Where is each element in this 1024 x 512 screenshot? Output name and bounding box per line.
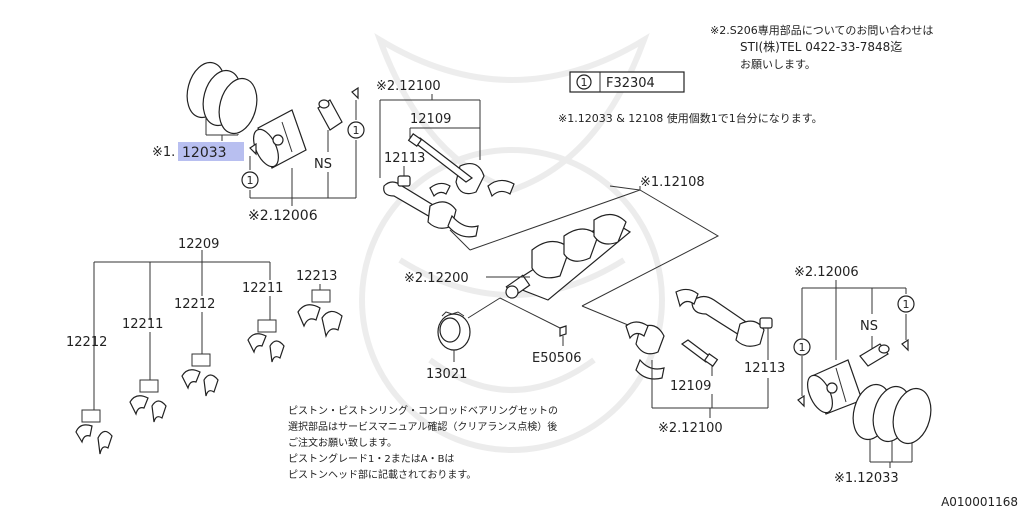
bolt-bottom-label[interactable]: 12109 (670, 379, 711, 394)
leaders-rod-bottom (651, 328, 769, 418)
piston-pin-left[interactable] (317, 99, 343, 131)
rings-left-label[interactable]: 12033 (182, 145, 227, 161)
piston-right[interactable] (802, 359, 863, 416)
main-bearing-shells[interactable] (75, 289, 343, 455)
usage-note: ※1.12033 & 12108 使用個数1で1台分になります。 (558, 111, 823, 125)
main-12211-b-label[interactable]: 12211 (242, 281, 283, 296)
circlip-left[interactable] (249, 86, 359, 156)
rod-bearing-top[interactable] (429, 179, 515, 238)
rod-nut-bottom[interactable] (759, 317, 773, 329)
connecting-rod-bottom[interactable] (635, 295, 765, 355)
rod-nut-top[interactable] (397, 175, 411, 187)
piston-pin-right[interactable] (859, 343, 890, 367)
key-label[interactable]: E50506 (532, 351, 582, 366)
selection-note-line5: ピストンヘッド部に記載されております。 (288, 470, 477, 481)
crankshaft-label[interactable]: ※2.12200 (404, 271, 469, 286)
circle-marker-left-bottom (241, 171, 259, 189)
rod-bolt-top[interactable] (407, 133, 474, 183)
highlight-12033-left (178, 142, 244, 161)
crank-bearing-label[interactable]: ※1.12108 (640, 175, 705, 190)
selection-note-line1: ピストン・ピストンリング・コンロッドベアリングセットの (288, 406, 558, 417)
circle-right-bottom-label: 1 (799, 341, 806, 354)
legend: 1 F32304 (569, 71, 685, 93)
circle-left-bottom-label: 1 (247, 174, 254, 187)
rod-bolt-bottom[interactable] (680, 339, 719, 367)
pulley-label[interactable]: 13021 (426, 367, 467, 382)
main-bearing-group-label[interactable]: 12209 (178, 237, 219, 252)
top-note-line1: ※2.S206専用部品についてのお問い合わせは (710, 23, 933, 37)
piston-left-label[interactable]: ※2.12006 (248, 208, 318, 224)
main-12212-a-label[interactable]: 12212 (66, 335, 107, 350)
main-12211-a-label[interactable]: 12211 (122, 317, 163, 332)
watermark (359, 33, 665, 453)
rings-left-prefix: ※1. (152, 145, 175, 160)
selection-note: ピストン・ピストンリング・コンロッドベアリングセットの 選択部品はサービスマニュ… (288, 404, 558, 484)
rod-bottom-label[interactable]: ※2.12100 (658, 421, 723, 436)
bolt-top-label[interactable]: 12109 (410, 112, 451, 127)
legend-code: F32304 (606, 76, 655, 91)
figure-code: A010001168 (941, 495, 1018, 509)
main-12212-b-label[interactable]: 12212 (174, 297, 215, 312)
selection-note-line3: ご注文お願い致します。 (288, 438, 397, 449)
circle-marker-left-top (347, 121, 365, 139)
selection-note-line4: ピストングレード1・2またはA・Bは (288, 454, 455, 465)
circle-marker-right-top (897, 295, 915, 313)
top-note-line2: STI(株)TEL 0422-33-7848迄 (740, 39, 902, 54)
piston-rings-left[interactable] (181, 58, 262, 137)
rod-bearing-bottom[interactable] (625, 288, 699, 380)
circle-left-top-label: 1 (353, 124, 360, 137)
ns-right-label: NS (860, 319, 878, 334)
leaders-right (801, 280, 913, 468)
rings-right-label[interactable]: ※1.12033 (834, 471, 899, 486)
circlip-right[interactable] (797, 338, 909, 408)
top-note-line3: お願いします。 (740, 58, 816, 71)
legend-marker: 1 (581, 76, 588, 89)
circle-marker-right-bottom (793, 338, 811, 356)
leaders-rod-top (379, 94, 481, 178)
ns-left-label: NS (314, 157, 332, 172)
leader-key-crank (499, 297, 561, 329)
woodruff-key[interactable] (559, 325, 567, 337)
piston-rings-right[interactable] (847, 380, 936, 447)
leaders-main-bearings (93, 250, 321, 410)
selection-note-line2: 選択部品はサービスマニュアル確認（クリアランス点検）後 (288, 422, 558, 433)
nut-bottom-label[interactable]: 12113 (744, 361, 785, 376)
leaders-left (205, 100, 357, 206)
main-12213-label[interactable]: 12213 (296, 269, 337, 284)
piston-left[interactable] (248, 109, 307, 170)
crankshaft[interactable] (505, 213, 632, 301)
leader-pulley-to-crank (467, 297, 501, 319)
rod-top-label[interactable]: ※2.12100 (376, 79, 441, 94)
nut-top-label[interactable]: 12113 (384, 151, 425, 166)
circle-right-top-label: 1 (903, 298, 910, 311)
crank-pulley[interactable] (437, 311, 471, 351)
piston-right-label[interactable]: ※2.12006 (794, 265, 859, 280)
